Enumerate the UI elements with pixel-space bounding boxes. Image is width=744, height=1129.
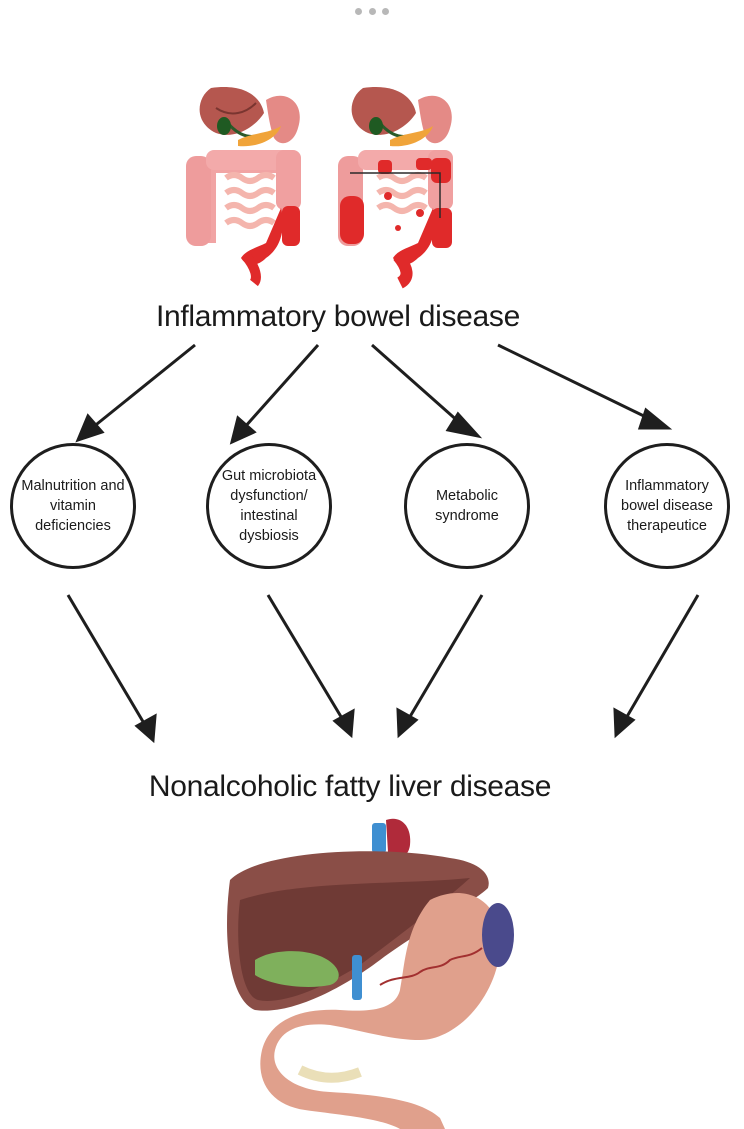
nafld-title: Nonalcoholic fatty liver disease bbox=[148, 770, 552, 803]
arrowhead bbox=[396, 707, 419, 739]
arrowhead bbox=[637, 407, 673, 430]
arrow-ibd-to-therapeutics bbox=[497, 343, 653, 422]
arrowhead bbox=[445, 411, 483, 439]
dot bbox=[368, 8, 376, 15]
digestive-tract-healthy-icon bbox=[186, 87, 301, 287]
arrow-therapeutics-to-nafld bbox=[623, 594, 700, 721]
more-options-icon[interactable] bbox=[355, 8, 389, 18]
liver-stomach-icon bbox=[227, 818, 514, 1129]
dot bbox=[355, 8, 362, 15]
arrow-metabolic-to-nafld bbox=[406, 594, 484, 721]
node-gut-microbiota: Gut microbiota dysfunction/ intestinal d… bbox=[206, 443, 332, 569]
arrow-ibd-to-metabolic bbox=[371, 343, 461, 425]
arrow-ibd-to-malnutrition bbox=[91, 343, 196, 430]
arrowhead bbox=[613, 707, 636, 739]
arrow-microbiota-to-nafld bbox=[266, 594, 345, 721]
arrowhead bbox=[229, 415, 257, 445]
arrow-ibd-to-microbiota bbox=[242, 344, 320, 429]
arrowhead bbox=[75, 413, 105, 443]
node-malnutrition: Malnutrition and vitamin deficiencies bbox=[10, 443, 136, 569]
node-label: Malnutrition and vitamin deficiencies bbox=[21, 478, 125, 534]
dot bbox=[382, 8, 389, 15]
arrowhead bbox=[134, 713, 157, 744]
node-metabolic-syndrome: Metabolic syndrome bbox=[404, 443, 530, 569]
node-ibd-therapeutics: Inflammatory bowel disease therapeutice bbox=[604, 443, 730, 569]
digestive-tract-inflamed-icon bbox=[338, 87, 453, 289]
ibd-title: Inflammatory bowel disease bbox=[155, 300, 521, 333]
arrows-top bbox=[75, 343, 673, 445]
arrowhead bbox=[332, 708, 355, 739]
arrow-malnutrition-to-nafld bbox=[66, 594, 147, 726]
node-label: Gut microbiota dysfunction/ intestinal d… bbox=[221, 468, 317, 544]
node-label: Metabolic syndrome bbox=[435, 488, 499, 524]
arrows-bottom bbox=[66, 594, 700, 744]
node-label: Inflammatory bowel disease therapeutice bbox=[621, 478, 713, 534]
